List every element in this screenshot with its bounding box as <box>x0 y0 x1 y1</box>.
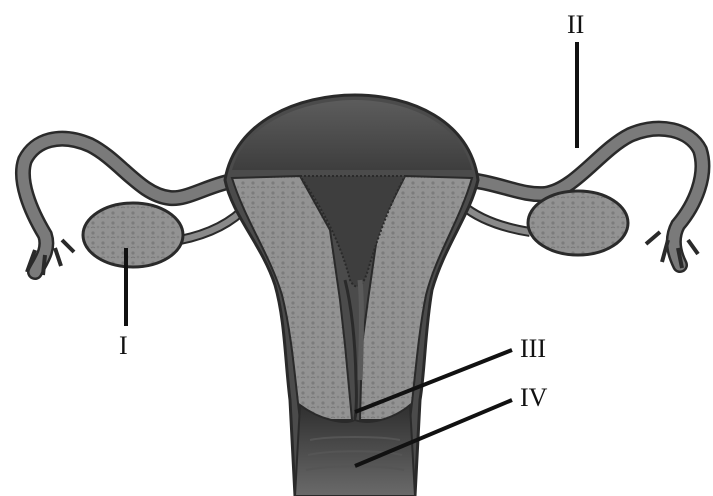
label-I: I <box>119 333 128 359</box>
right-ovary <box>528 191 628 255</box>
label-III: III <box>520 336 546 362</box>
label-IV: IV <box>520 385 547 411</box>
left-ovary <box>83 203 183 267</box>
label-II: II <box>567 12 584 38</box>
